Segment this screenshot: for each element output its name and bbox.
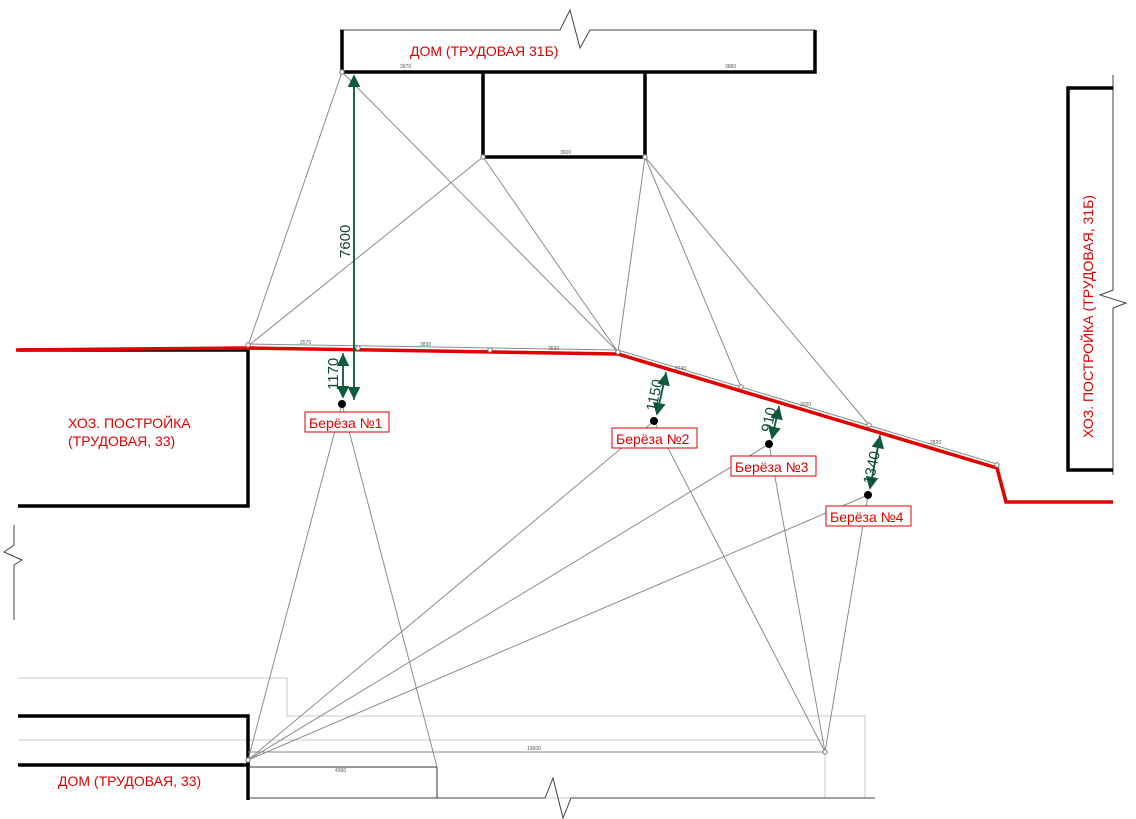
house-top-wing [481,72,647,159]
tree-1-marker [338,400,346,408]
shed-left-label-line1: ХОЗ. ПОСТРОЙКА [68,414,191,431]
tree-markers [338,400,872,499]
distance-label-tree-3: 910 [758,406,780,434]
svg-text:3830: 3830 [420,342,431,348]
survey-points [245,69,1000,763]
tree-4-label: Берёза №4 [830,509,904,525]
measurement-lines [247,71,998,768]
distance-label-tree-2: 1150 [643,378,666,413]
distance-label-house: 7600 [337,225,354,258]
property-boundary-line [15,346,1113,504]
house-top-outline [340,30,817,74]
svg-text:13600: 13600 [527,746,541,752]
tree-4-marker [864,491,872,499]
svg-text:2570: 2570 [300,340,311,346]
svg-text:2820: 2820 [930,440,941,446]
building-outlines [18,30,1113,800]
distance-label-tree-4: 1340 [860,450,884,486]
shed-right-outline [1066,86,1113,472]
svg-text:4360: 4360 [335,768,346,774]
svg-text:3620: 3620 [548,346,559,352]
tree-2-label: Берёза №2 [616,431,690,447]
shed-right-label: ХОЗ. ПОСТРОЙКА (ТРУДОВАЯ, 31Б) [1079,195,1096,438]
tree-1-label: Берёза №1 [309,415,383,431]
break-symbols [2,8,1128,819]
tree-2-marker [650,417,658,425]
tree-label-boxes [304,411,912,527]
distance-label-tree-1: 1170 [325,358,342,390]
shed-left-label-line2: (ТРУДОВАЯ, 33) [68,433,175,449]
distance-arrows [336,74,885,490]
small-dimension-marks: 3970 3880 3600 2570 3830 3620 2740 3020 … [300,64,941,774]
svg-text:3970: 3970 [400,64,411,70]
house-top-label: ДОМ (ТРУДОВАЯ 31Б) [410,43,558,59]
house-bottom-label: ДОМ (ТРУДОВАЯ, 33) [58,773,201,789]
svg-text:3880: 3880 [725,64,736,70]
svg-text:3600: 3600 [560,150,571,156]
house-bottom-outline [18,714,250,767]
svg-text:3020: 3020 [800,402,811,408]
svg-text:2740: 2740 [675,366,686,372]
tree-3-marker [765,440,773,448]
bottom-house-lines [248,766,438,798]
tree-3-label: Берёза №3 [735,459,809,475]
